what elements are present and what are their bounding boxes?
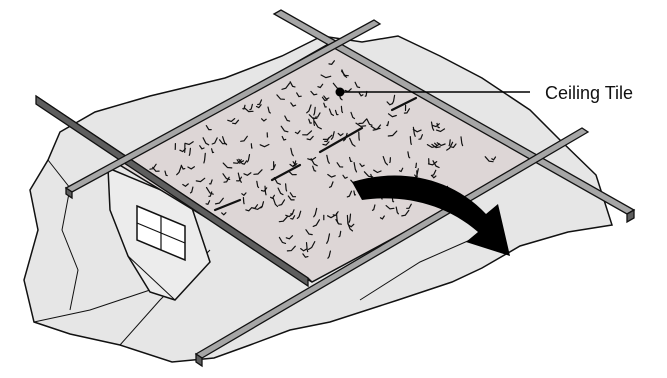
ceiling-tile-label: Ceiling Tile — [545, 83, 633, 103]
fissure-speck — [390, 158, 391, 163]
fissure-speck — [429, 159, 430, 164]
fissure-speck — [359, 132, 360, 140]
fissure-speck — [243, 198, 244, 204]
fissure-speck — [251, 144, 252, 148]
